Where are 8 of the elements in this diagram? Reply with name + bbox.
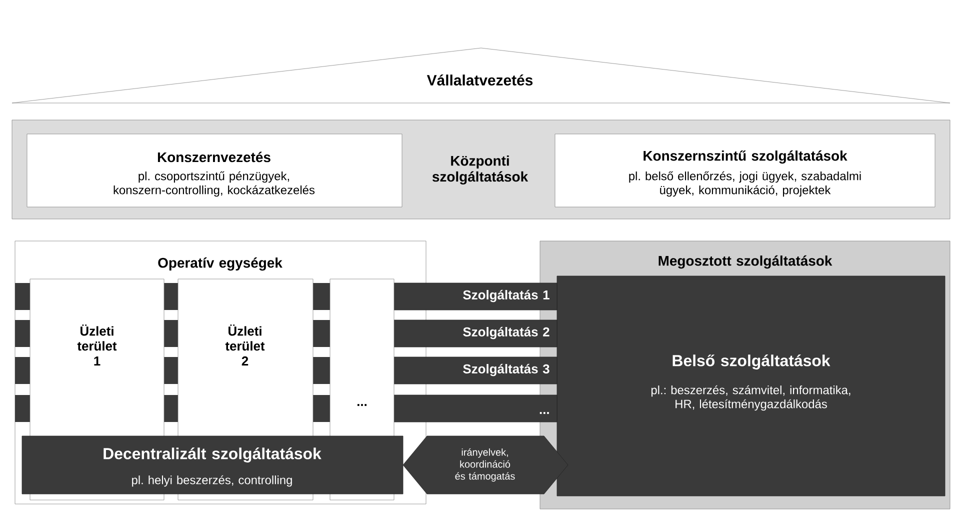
service-band: ... [394, 394, 558, 422]
text-box: Belső szolgáltatások pl.: beszerzés, számvitel, informatika, HR, létesítménygazdálkodás [556, 276, 946, 496]
text-box: Konszernvezetés pl. csoportszintű pénzügyek, konszern-controlling, kockázatkezelés [26, 134, 402, 208]
service-band: Szolgáltatás 1 [394, 282, 558, 310]
text-box: Decentralizált szolgáltatások pl. helyi beszerzés, controlling [22, 436, 404, 494]
service-band: Szolgáltatás 2 [394, 320, 558, 348]
service-band: Szolgáltatás 3 [394, 356, 558, 384]
text-box: Konszernszintű szolgáltatások pl. belső ellenőrzés, jogi ügyek, szabadalmi ügyek, kommunikáció, projektek [554, 134, 936, 208]
